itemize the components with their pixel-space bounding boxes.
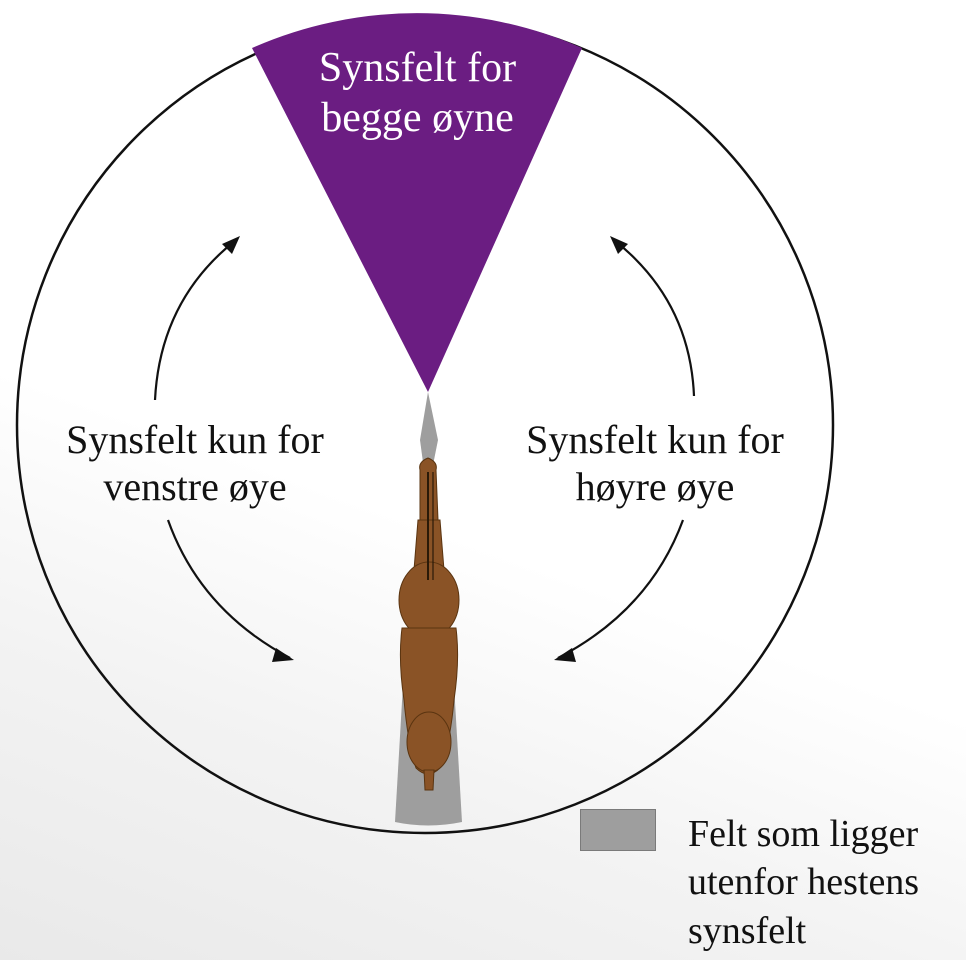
binocular-field xyxy=(252,13,582,392)
right-arrow-upper xyxy=(613,239,696,397)
right-arrowhead-upper xyxy=(610,236,628,254)
right-arrowhead-lower xyxy=(554,648,576,662)
right-arrow-lower xyxy=(557,519,685,659)
right-eye-label: Synsfelt kun for høyre øye xyxy=(490,416,820,510)
legend-label-text: Felt som ligger utenfor hestens synsfelt xyxy=(688,813,920,952)
left-eye-label-text: Synsfelt kun for venstre øye xyxy=(66,417,324,510)
both-eyes-label-text: Synsfelt for begge øyne xyxy=(318,45,517,141)
left-arrow-upper xyxy=(153,239,237,401)
left-field-arrows xyxy=(153,239,291,659)
left-arrowhead-lower xyxy=(272,648,294,662)
blind-spot-front xyxy=(420,392,438,470)
right-eye-label-text: Synsfelt kun for høyre øye xyxy=(526,417,784,510)
right-field-arrows xyxy=(557,239,696,659)
both-eyes-label: Synsfelt for begge øyne xyxy=(255,44,580,143)
left-arrow-lower xyxy=(166,519,291,659)
left-eye-label: Synsfelt kun for venstre øye xyxy=(30,416,360,510)
legend-swatch xyxy=(580,809,656,851)
left-arrowhead-upper xyxy=(222,236,240,254)
legend-label: Felt som ligger utenfor hestens synsfelt xyxy=(688,810,919,955)
